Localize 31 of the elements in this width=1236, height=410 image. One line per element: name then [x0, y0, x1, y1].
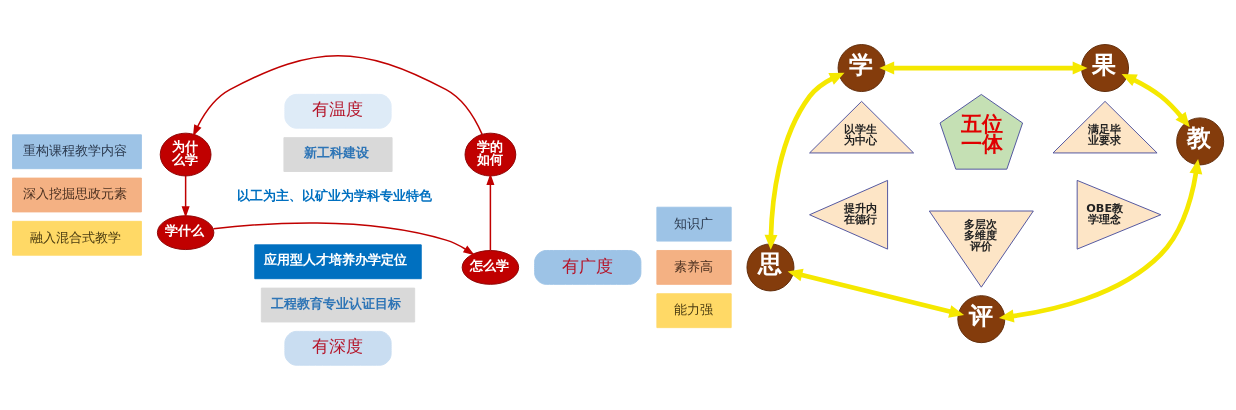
node-circle: 评: [957, 295, 1006, 344]
node-box: 有深度: [284, 330, 392, 366]
node-ellipse: 学的如何: [464, 132, 517, 177]
arrow: [212, 222, 475, 256]
node-box: 有温度: [284, 93, 392, 129]
node-box: 知识广: [656, 206, 732, 242]
arrow: [879, 61, 1088, 75]
node-box: 新工科建设: [283, 137, 393, 172]
node-ellipse: 怎么学: [461, 250, 520, 285]
node-ellipse: 为什么学: [159, 132, 212, 177]
node-box: 融入混合式教学: [12, 220, 142, 256]
node-circle: 思: [746, 243, 795, 292]
node-box: 素养高: [656, 250, 732, 285]
node-circle: 果: [1081, 44, 1130, 92]
arrow: [1121, 73, 1190, 128]
arrow: [998, 159, 1203, 323]
node-box: 工程教育专业认证目标: [260, 287, 416, 323]
node-ellipse: 学什么: [156, 215, 215, 251]
node-box: 能力强: [656, 293, 732, 329]
node-box: 深入挖掘思政元素: [12, 177, 142, 213]
node-box: 应用型人才培养办学定位: [254, 244, 422, 280]
arrow: [486, 173, 495, 251]
arrow: [787, 268, 965, 318]
arrow: [192, 54, 483, 137]
node-circle: 学: [837, 44, 886, 92]
node-box: 有广度: [534, 250, 642, 285]
node-box: 重构课程教学内容: [12, 134, 142, 170]
node-circle: 教: [1176, 117, 1225, 166]
arrow: [764, 72, 845, 250]
label: 以工为主、以矿业为学科专业特色: [237, 188, 433, 204]
arrow: [181, 175, 190, 218]
